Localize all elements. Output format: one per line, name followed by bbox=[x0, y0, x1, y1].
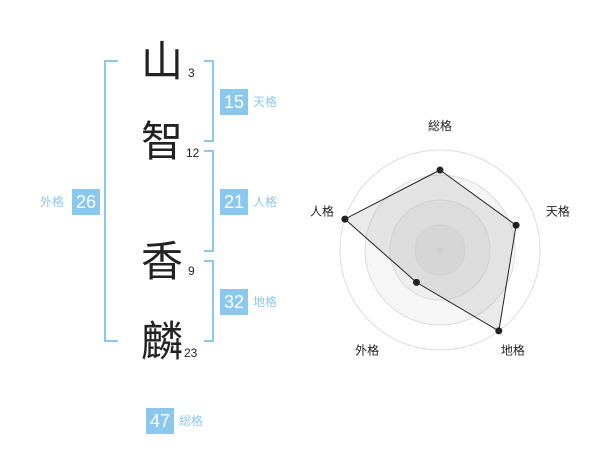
name-char-1: 山 bbox=[140, 37, 183, 86]
tenkaku-label: 天格 bbox=[253, 95, 278, 109]
jinkaku-value: 21 bbox=[220, 189, 248, 215]
radar-axis-label: 総格 bbox=[428, 118, 452, 133]
radar-point bbox=[512, 221, 520, 229]
tenkaku-value: 15 bbox=[220, 89, 248, 115]
radar-axis-label: 地格 bbox=[501, 342, 525, 357]
chikaku-value: 32 bbox=[220, 289, 248, 315]
radar-axis-label: 人格 bbox=[310, 204, 334, 219]
radar-axis-label: 外格 bbox=[355, 342, 379, 357]
chikaku-bracket bbox=[204, 260, 214, 342]
jinkaku-bracket bbox=[204, 150, 214, 252]
gaikaku-label: 外格 bbox=[40, 195, 65, 209]
radar-area bbox=[344, 169, 517, 332]
name-char-3: 香 bbox=[140, 237, 183, 286]
radar-point bbox=[436, 166, 444, 174]
gaikaku-value: 26 bbox=[72, 189, 100, 215]
stroke-count-1: 3 bbox=[188, 66, 195, 80]
outer-bracket bbox=[104, 60, 118, 342]
radar-center-dot bbox=[437, 247, 443, 253]
soukaku-label: 総格 bbox=[179, 414, 204, 428]
chikaku-label: 地格 bbox=[253, 295, 278, 309]
jinkaku-label: 人格 bbox=[253, 195, 278, 209]
tenkaku-bracket bbox=[204, 60, 214, 142]
radar-point bbox=[412, 278, 420, 286]
radar-axis-label: 天格 bbox=[546, 204, 570, 219]
stroke-count-2: 12 bbox=[186, 146, 200, 160]
name-char-4: 麟 bbox=[140, 317, 183, 366]
stroke-count-4: 23 bbox=[184, 346, 198, 360]
stroke-count-3: 9 bbox=[188, 264, 195, 278]
radar-point bbox=[495, 327, 503, 335]
radar-point bbox=[341, 215, 349, 223]
radar-points bbox=[341, 166, 520, 335]
soukaku-value: 47 bbox=[146, 408, 174, 434]
name-char-2: 智 bbox=[140, 117, 183, 166]
